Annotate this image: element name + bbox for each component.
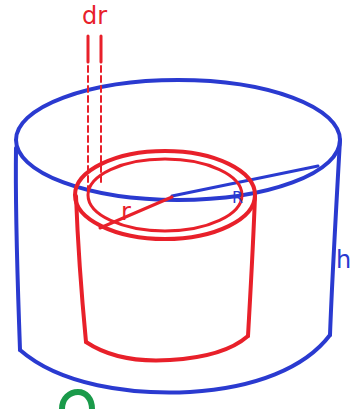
radius-label: r bbox=[121, 200, 131, 224]
dr-dashed-guide bbox=[87, 66, 89, 190]
outer-radius-line bbox=[172, 166, 318, 196]
outer-bottom-curve bbox=[20, 335, 330, 393]
outer-left-side bbox=[16, 148, 20, 350]
shell-right-side bbox=[248, 196, 255, 336]
shell-left-side bbox=[76, 196, 86, 342]
outer-top-ellipse bbox=[16, 80, 340, 200]
thickness-label: dr bbox=[82, 4, 107, 28]
inner-radius-line bbox=[100, 197, 172, 228]
outer-right-side bbox=[330, 140, 340, 335]
dr-dashed-guide bbox=[100, 66, 102, 182]
height-label: h bbox=[336, 248, 351, 272]
shell-outer-ellipse bbox=[75, 151, 255, 239]
shell-bottom-curve bbox=[86, 336, 248, 360]
dr-marks bbox=[88, 36, 101, 62]
radius-label: R bbox=[232, 190, 243, 206]
green-mark-fragment bbox=[62, 392, 92, 409]
shell-inner-ellipse bbox=[88, 159, 242, 231]
